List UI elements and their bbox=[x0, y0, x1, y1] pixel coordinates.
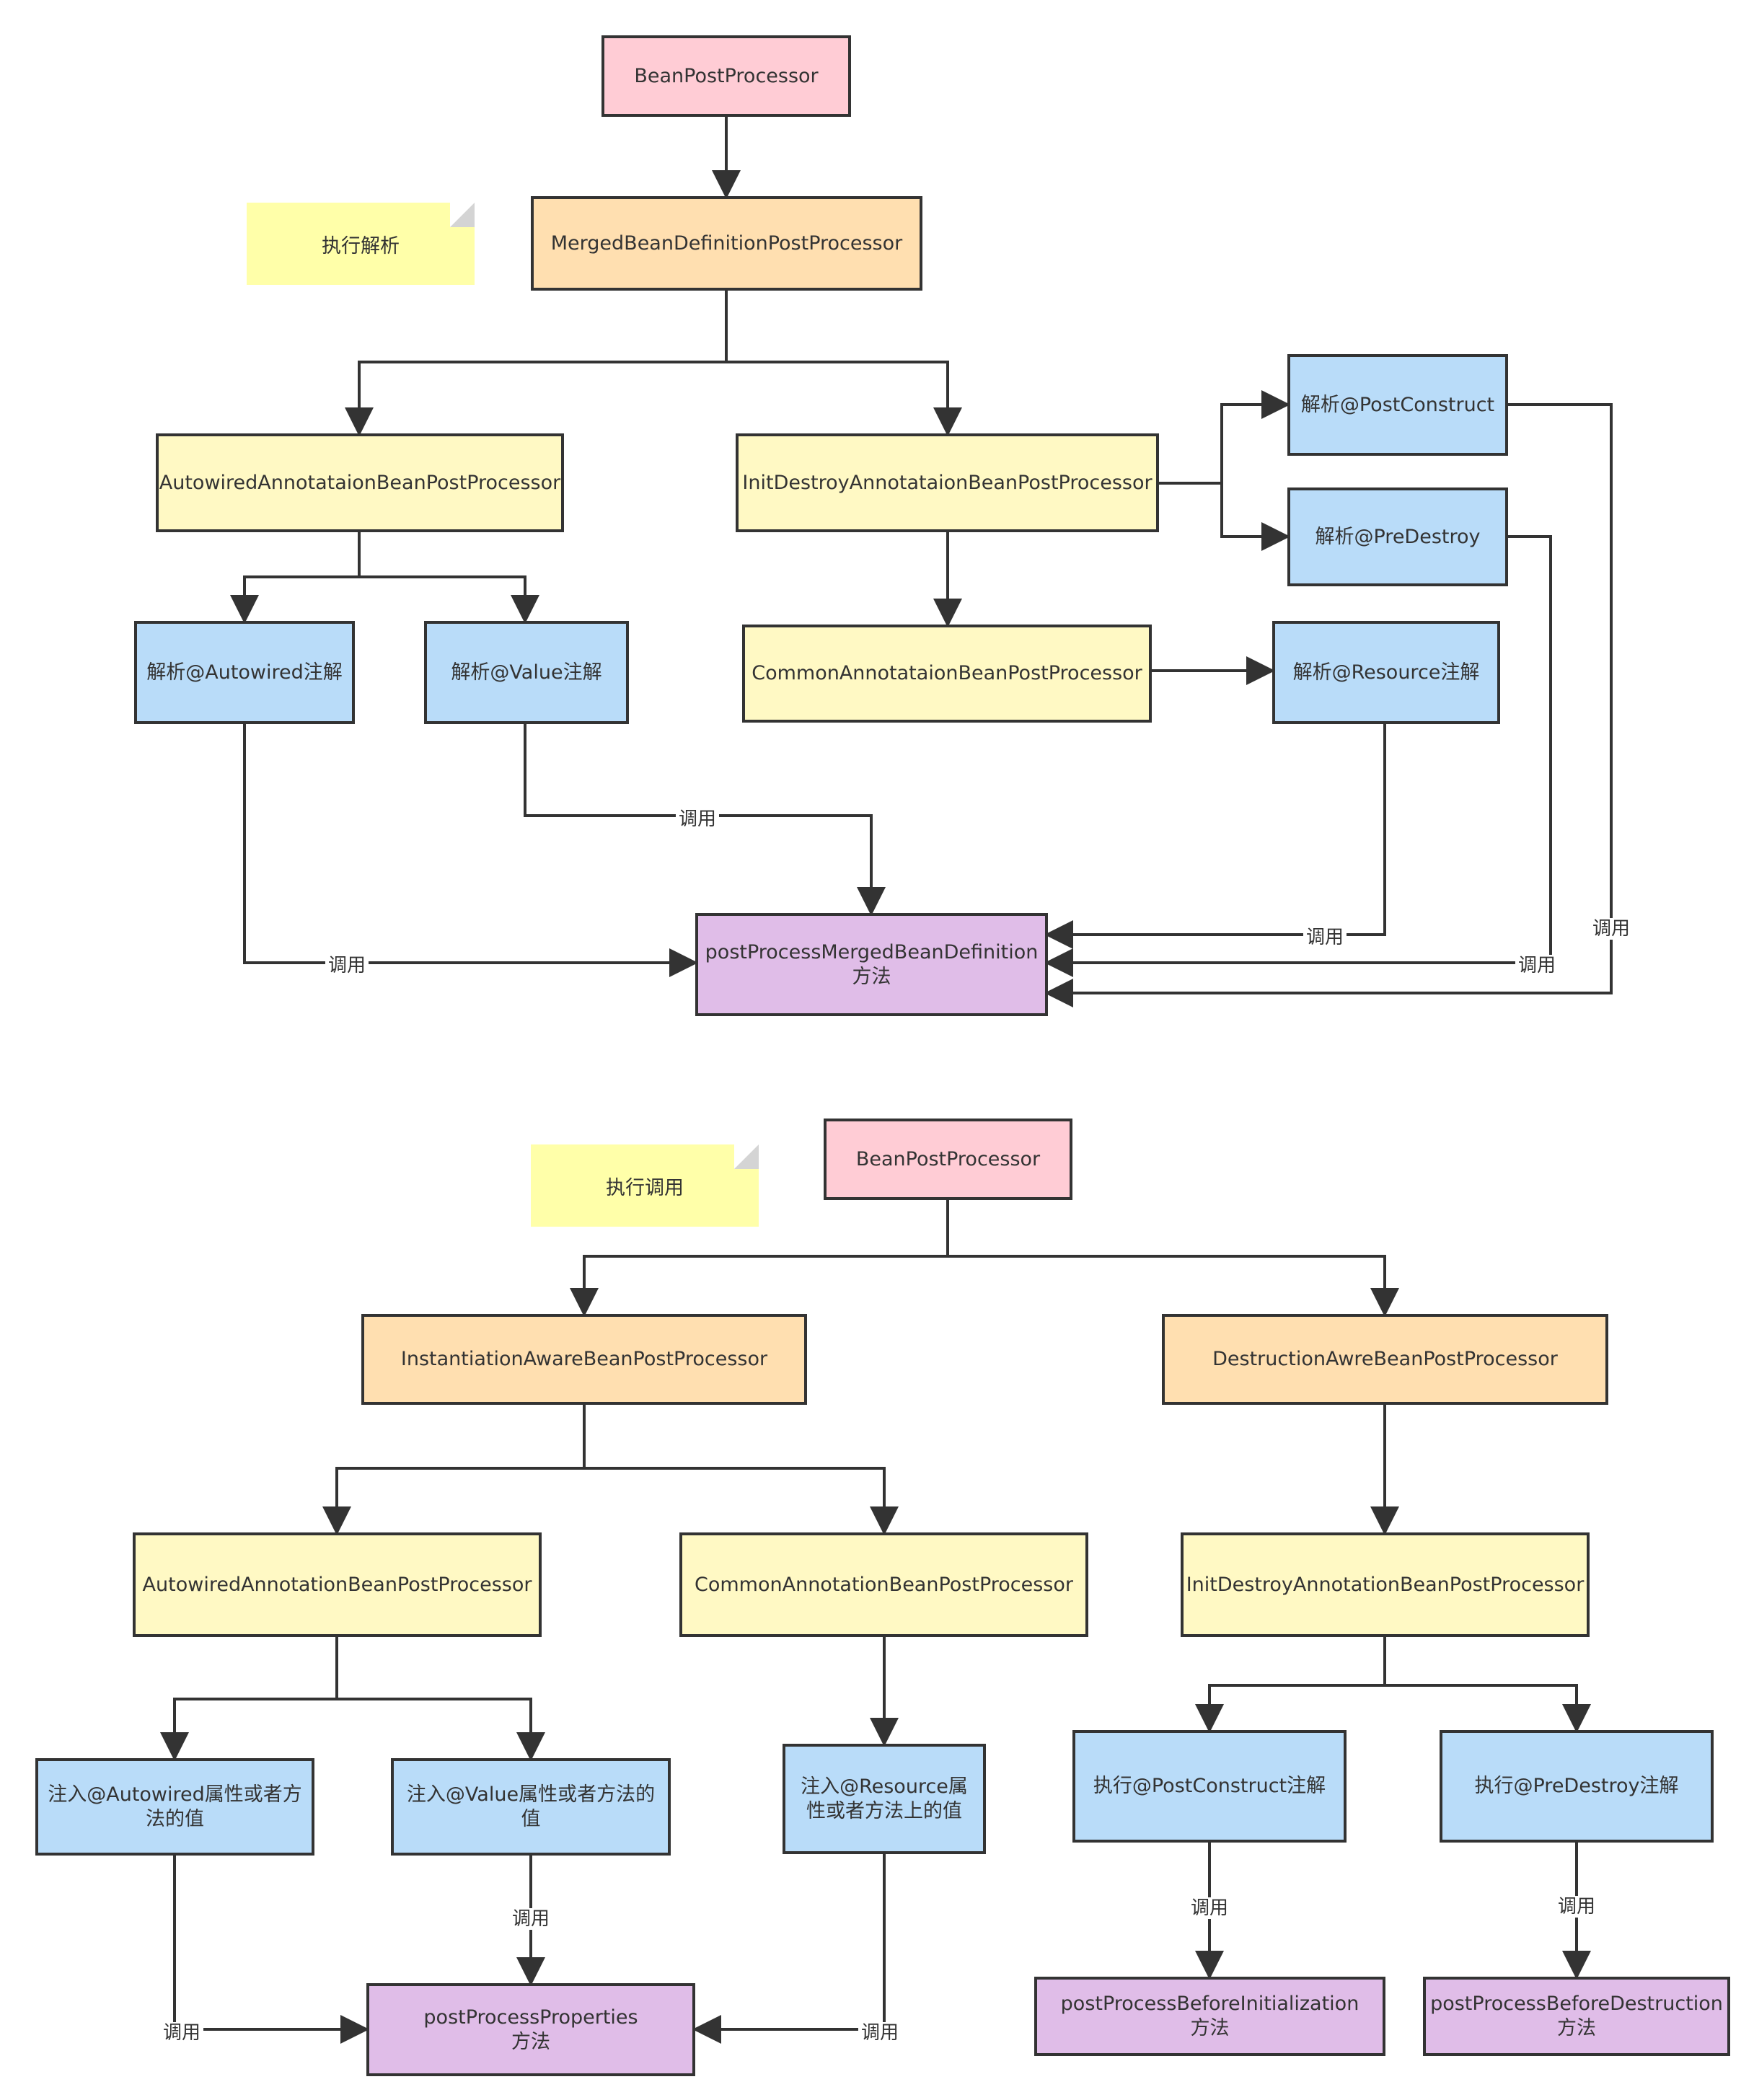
node-post-process-before-initialization[interactable]: postProcessBeforeInitialization 方法 bbox=[1034, 1977, 1385, 2056]
edge-autowired-call-merged bbox=[243, 724, 698, 977]
edge-label-value-call-2: 调用 bbox=[508, 1908, 553, 1930]
node-common-annotation-bpp[interactable]: CommonAnnotataionBeanPostProcessor bbox=[742, 625, 1152, 723]
node-init-destroy-annotation-bpp[interactable]: InitDestroyAnnotataionBeanPostProcessor bbox=[736, 433, 1159, 532]
edge-autowired-to-inject-value bbox=[335, 1637, 545, 1761]
edge-merged-to-autowired bbox=[345, 291, 728, 436]
note-parse: 执行解析 bbox=[247, 203, 475, 285]
node-instantiation-aware-bpp[interactable]: InstantiationAwareBeanPostProcessor bbox=[361, 1314, 807, 1405]
note-invoke: 执行调用 bbox=[531, 1144, 759, 1227]
node-exec-postconstruct[interactable]: 执行@PostConstruct注解 bbox=[1072, 1730, 1347, 1843]
edge-label-autowired-call-2: 调用 bbox=[159, 2022, 204, 2044]
node-autowired-annotation-bpp-2[interactable]: AutowiredAnnotationBeanPostProcessor bbox=[133, 1532, 542, 1637]
node-bean-post-processor-2[interactable]: BeanPostProcessor bbox=[824, 1119, 1072, 1200]
node-init-destroy-annotation-bpp-2[interactable]: InitDestroyAnnotationBeanPostProcessor bbox=[1181, 1532, 1590, 1637]
edge-autowired-to-parse-value bbox=[358, 532, 539, 624]
node-common-annotation-bpp-2[interactable]: CommonAnnotationBeanPostProcessor bbox=[679, 1532, 1088, 1637]
node-destruction-aware-bpp[interactable]: DestructionAwreBeanPostProcessor bbox=[1162, 1314, 1608, 1405]
node-inject-resource[interactable]: 注入@Resource属 性或者方法上的值 bbox=[783, 1744, 986, 1854]
edge-initdestroy-to-predestroy bbox=[1383, 1637, 1591, 1733]
node-post-process-properties[interactable]: postProcessProperties 方法 bbox=[366, 1983, 695, 2076]
edge-resource-call-merged bbox=[1044, 724, 1386, 949]
edge-inject-resource-call-properties bbox=[692, 1854, 886, 2044]
edge-initdestroy-to-predestroy bbox=[1158, 482, 1290, 551]
edge-initdestroy-to-postconstruct bbox=[1158, 390, 1290, 485]
node-bean-post-processor[interactable]: BeanPostProcessor bbox=[601, 35, 851, 117]
node-inject-value[interactable]: 注入@Value属性或者方法的 值 bbox=[391, 1758, 671, 1856]
edge-instantiation-to-autowired bbox=[322, 1405, 586, 1535]
edge-label-autowired-call: 调用 bbox=[325, 955, 369, 976]
edge-predestroy-call-merged bbox=[1044, 535, 1552, 977]
node-inject-autowired[interactable]: 注入@Autowired属性或者方 法的值 bbox=[35, 1758, 314, 1856]
node-parse-predestroy[interactable]: 解析@PreDestroy bbox=[1287, 488, 1508, 586]
edge-label-resource-call: 调用 bbox=[1303, 927, 1347, 948]
edge-initdestroy-to-postconstruct bbox=[1195, 1637, 1386, 1733]
edge-label-postconstruct-call-2: 调用 bbox=[1187, 1897, 1232, 1919]
edge-label-postconstruct-call: 调用 bbox=[1589, 918, 1634, 940]
edge-postconstruct-call-merged bbox=[1044, 403, 1613, 1007]
edge-merged-to-initdestroy bbox=[725, 291, 962, 436]
edge-autowired-to-parse-autowired bbox=[230, 532, 361, 624]
node-merged-bean-definition-post-processor[interactable]: MergedBeanDefinitionPostProcessor bbox=[531, 196, 922, 291]
edge-label-predestroy-call: 调用 bbox=[1515, 955, 1559, 976]
node-parse-autowired[interactable]: 解析@Autowired注解 bbox=[134, 621, 355, 724]
edge-instantiation-to-common bbox=[583, 1405, 899, 1535]
edge-label-resource-call-2: 调用 bbox=[858, 2022, 902, 2044]
edge-label-value-call: 调用 bbox=[675, 808, 720, 830]
node-post-process-before-destruction[interactable]: postProcessBeforeDestruction 方法 bbox=[1423, 1977, 1730, 2056]
node-parse-value[interactable]: 解析@Value注解 bbox=[424, 621, 629, 724]
node-post-process-merged-bean-definition[interactable]: postProcessMergedBeanDefinition 方法 bbox=[695, 913, 1048, 1016]
node-parse-resource[interactable]: 解析@Resource注解 bbox=[1272, 621, 1500, 724]
edge-autowired-to-inject-autowired bbox=[160, 1637, 338, 1761]
node-autowired-annotation-bpp[interactable]: AutowiredAnnotataionBeanPostProcessor bbox=[156, 433, 564, 532]
edge-bpp2-to-destruction bbox=[946, 1200, 1399, 1317]
edge-inject-autowired-call-properties bbox=[173, 1856, 369, 2044]
node-exec-predestroy[interactable]: 执行@PreDestroy注解 bbox=[1440, 1730, 1714, 1843]
edge-label-predestroy-call-2: 调用 bbox=[1554, 1896, 1599, 1918]
node-parse-postconstruct[interactable]: 解析@PostConstruct bbox=[1287, 354, 1508, 456]
